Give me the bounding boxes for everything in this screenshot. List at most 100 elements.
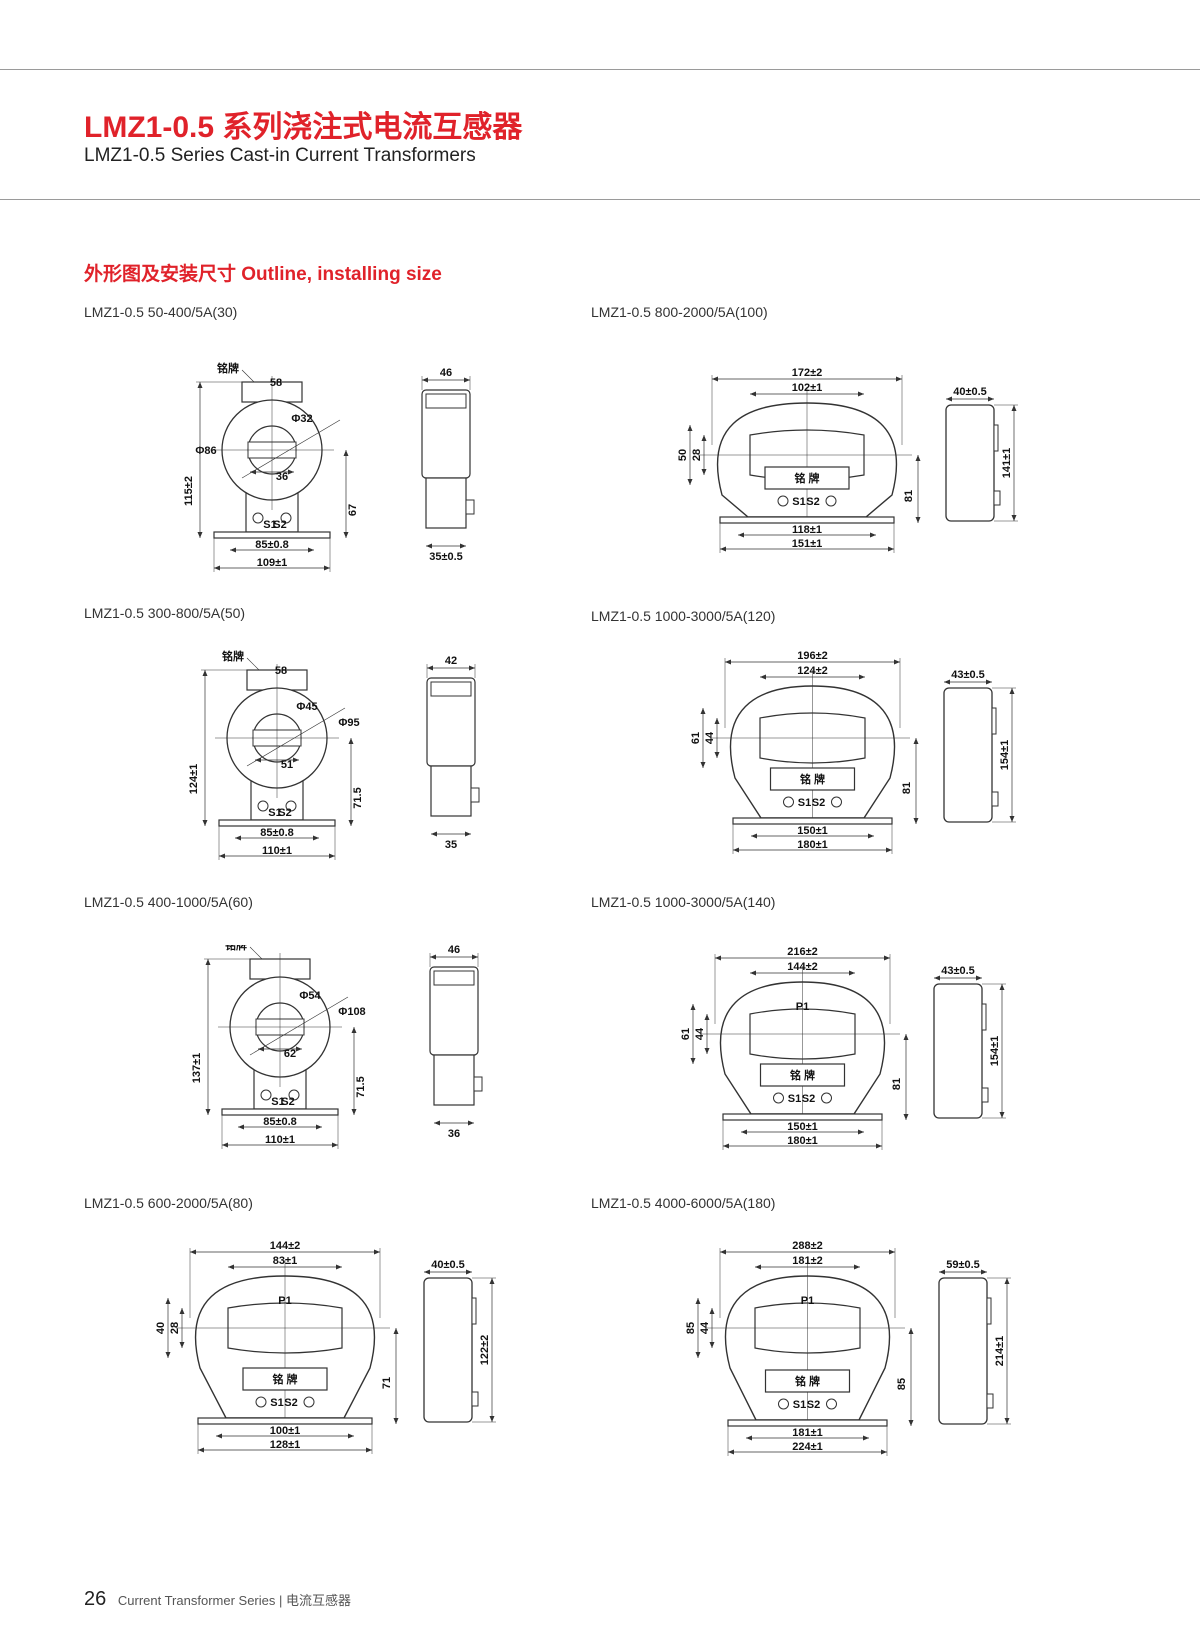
terminal-screw bbox=[260, 1089, 272, 1101]
footer-separator: | bbox=[279, 1593, 283, 1608]
terminal-s1-label: S1 bbox=[263, 519, 276, 531]
side-view-tab bbox=[471, 1297, 477, 1325]
terminal-s1-label: S1 bbox=[271, 1096, 284, 1108]
nameplate-frame bbox=[764, 1369, 851, 1393]
section-title: 外形图及安装尺寸 Outline, installing size bbox=[84, 264, 442, 285]
dim-window-width: 124±2 bbox=[797, 665, 828, 677]
dim-outer-height: 40 bbox=[155, 1322, 167, 1334]
terminal-screw bbox=[257, 800, 269, 812]
dim-window-height: 28 bbox=[169, 1322, 181, 1334]
terminal-s1-label: S1 bbox=[270, 1397, 283, 1409]
terminal-screw bbox=[831, 796, 842, 808]
dim-side-height: 122±2 bbox=[479, 1335, 491, 1366]
dim-total-width: 216±2 bbox=[787, 946, 818, 958]
drawing-label: LMZ1-0.5 1000-3000/5A(120) bbox=[591, 608, 776, 624]
dim-mount-spacing: 85±0.8 bbox=[260, 827, 294, 839]
side-view-top bbox=[433, 970, 475, 986]
header-rule bbox=[0, 199, 1200, 200]
dim-mount-spacing: 150±1 bbox=[787, 1121, 818, 1133]
side-view-tab bbox=[986, 1297, 992, 1325]
dim-window-height: 44 bbox=[699, 1321, 711, 1334]
dim-side-height: 141±1 bbox=[1001, 448, 1013, 479]
terminal-s2-label: S2 bbox=[806, 496, 819, 508]
terminal-screw bbox=[783, 796, 794, 808]
dim-base-width: 180±1 bbox=[787, 1135, 818, 1147]
dim-total-height: 115±2 bbox=[183, 476, 195, 506]
side-view-body bbox=[423, 1277, 473, 1423]
dim-side-width: 43±0.5 bbox=[951, 669, 985, 681]
base-plate bbox=[727, 1419, 888, 1427]
dim-window-height: 44 bbox=[704, 731, 716, 744]
page-title-cn: LMZ1-0.5 系列浇注式电流互感器 bbox=[84, 111, 523, 144]
dim-base-width: 224±1 bbox=[792, 1441, 823, 1453]
terminal-screw bbox=[280, 512, 292, 524]
dim-total-height: 137±1 bbox=[191, 1053, 203, 1084]
drawing-line bbox=[249, 996, 349, 1056]
terminal-s1-label: S1 bbox=[792, 496, 805, 508]
dim-side-top: 46 bbox=[440, 367, 452, 379]
dim-mount-spacing: 85±0.8 bbox=[263, 1116, 297, 1128]
terminal-s2-label: S2 bbox=[284, 1397, 297, 1409]
base-plate bbox=[213, 531, 331, 539]
dim-outer-height: 85 bbox=[685, 1322, 697, 1334]
terminal-screw bbox=[303, 1396, 315, 1408]
nameplate-text: 铭 牌 bbox=[795, 1374, 820, 1388]
terminal-s1-label: S1 bbox=[798, 797, 811, 809]
dimension-arrow bbox=[165, 1298, 171, 1358]
dim-post-height: 71.5 bbox=[352, 787, 364, 808]
drawing-label: LMZ1-0.5 300-800/5A(50) bbox=[84, 605, 246, 621]
dim-side-height: 214±1 bbox=[994, 1336, 1006, 1367]
terminal-s2-label: S2 bbox=[278, 807, 291, 819]
dim-base-width: 110±1 bbox=[262, 845, 292, 857]
dim-inner-diameter: Φ32 bbox=[291, 413, 312, 425]
dim-total-width: 288±2 bbox=[792, 1240, 823, 1252]
dim-total-width: 144±2 bbox=[270, 1240, 301, 1252]
page-title-en: LMZ1-0.5 Series Cast-in Current Transfor… bbox=[84, 145, 476, 166]
dim-post-height: 67 bbox=[347, 504, 359, 516]
dim-base-width: 109±1 bbox=[257, 557, 288, 569]
page-number: 26 bbox=[84, 1588, 107, 1610]
dimension-arrow bbox=[687, 425, 693, 485]
nameplate-text: 铭 牌 bbox=[790, 1068, 815, 1082]
nameplate-frame bbox=[242, 1367, 328, 1391]
side-view-terminal bbox=[986, 1393, 994, 1409]
drawing-label: LMZ1-0.5 50-400/5A(30) bbox=[84, 304, 238, 320]
terminal-screw bbox=[778, 1398, 789, 1410]
dim-side-width: 59±0.5 bbox=[946, 1259, 980, 1271]
dim-top-width: 58 bbox=[270, 377, 282, 389]
dim-outer-diameter: Φ108 bbox=[338, 1006, 365, 1018]
terminal-s1-label: S1 bbox=[268, 807, 281, 819]
side-view-tab bbox=[993, 424, 999, 452]
side-view-post bbox=[425, 477, 467, 529]
base-plate bbox=[197, 1417, 373, 1425]
nameplate-label: 铭牌 bbox=[225, 945, 247, 952]
side-view-tab bbox=[981, 1003, 987, 1031]
side-view-terminal bbox=[981, 1087, 989, 1103]
drawing-label: LMZ1-0.5 800-2000/5A(100) bbox=[591, 304, 768, 320]
dim-total-width: 196±2 bbox=[797, 650, 828, 662]
dim-mount-spacing: 181±1 bbox=[792, 1427, 823, 1439]
dim-side-top: 42 bbox=[445, 655, 457, 667]
dim-total-height: 124±1 bbox=[188, 764, 200, 795]
dim-outer-diameter: Φ95 bbox=[338, 717, 359, 729]
dim-mount-spacing: 150±1 bbox=[797, 825, 828, 837]
dim-side-width: 40±0.5 bbox=[953, 386, 987, 398]
dimension-arrow bbox=[690, 1004, 696, 1064]
terminal-screw bbox=[821, 1092, 832, 1104]
terminal-screw bbox=[252, 512, 264, 524]
side-view-terminal bbox=[993, 490, 1001, 506]
drawing-label: LMZ1-0.5 400-1000/5A(60) bbox=[84, 894, 253, 910]
side-view-top bbox=[430, 681, 472, 697]
nameplate-frame bbox=[764, 466, 850, 490]
side-view-body bbox=[938, 1277, 988, 1425]
side-view-post bbox=[433, 1054, 475, 1106]
dimension-arrow bbox=[695, 1298, 701, 1358]
dim-post-height: 81 bbox=[891, 1078, 903, 1090]
drawing-line bbox=[246, 657, 260, 671]
dim-window-width: 51 bbox=[281, 759, 293, 771]
dim-side-height: 154±1 bbox=[989, 1036, 1001, 1067]
terminal-screw bbox=[777, 495, 789, 507]
